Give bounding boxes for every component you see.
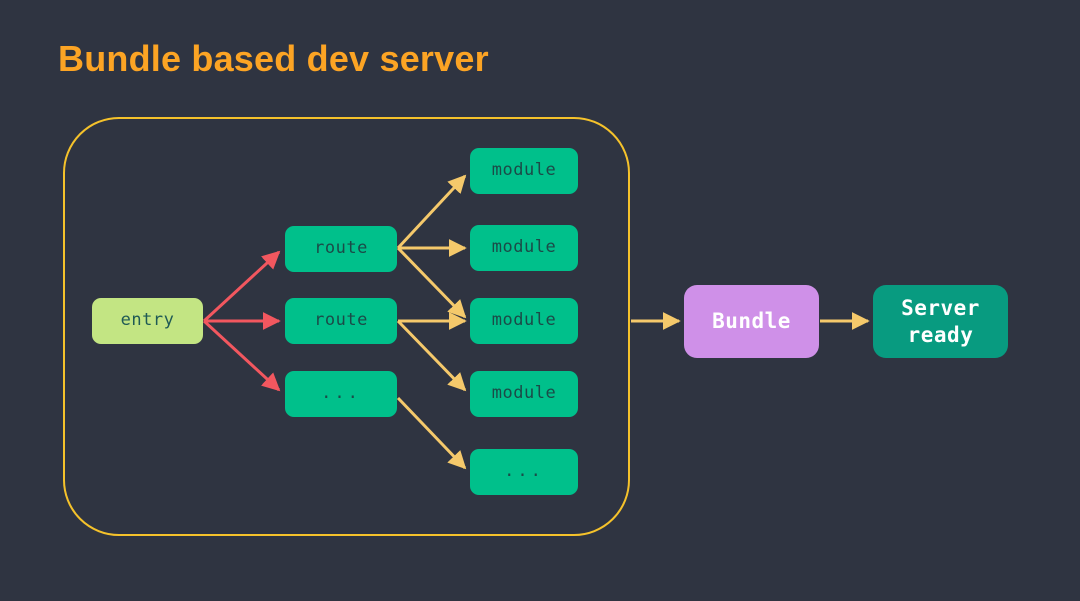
- node-module-3[interactable]: module: [470, 298, 578, 344]
- node-entry[interactable]: entry: [92, 298, 203, 344]
- node-module-1[interactable]: module: [470, 148, 578, 194]
- node-server-ready[interactable]: Server ready: [873, 285, 1008, 358]
- node-module-2[interactable]: module: [470, 225, 578, 271]
- node-bundle[interactable]: Bundle: [684, 285, 819, 358]
- bundling-graph-container: [63, 117, 630, 536]
- node-module-4[interactable]: module: [470, 371, 578, 417]
- page-title: Bundle based dev server: [58, 38, 489, 79]
- node-module-5[interactable]: ...: [470, 449, 578, 495]
- node-route-1[interactable]: route: [285, 226, 397, 272]
- node-route-2[interactable]: route: [285, 298, 397, 344]
- node-route-3[interactable]: ...: [285, 371, 397, 417]
